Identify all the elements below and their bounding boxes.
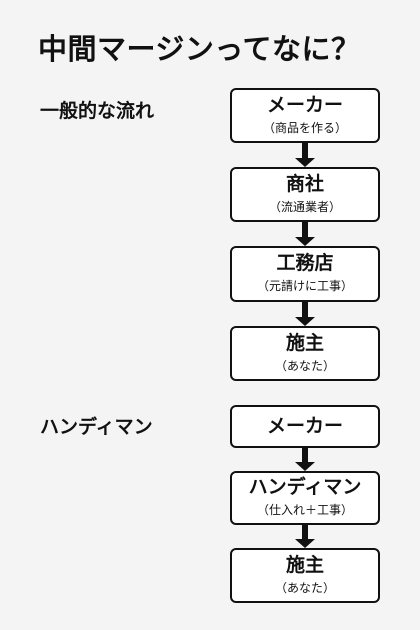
box-title: ハンディマン	[248, 476, 362, 499]
flow-box-handyman: ハンディマン （仕入れ＋工事）	[230, 471, 380, 525]
box-subtitle: （あなた）	[274, 580, 335, 595]
box-subtitle: （仕入れ＋工事）	[256, 503, 353, 518]
section-label-handyman: ハンディマン	[40, 416, 153, 438]
box-title: メーカー	[266, 414, 343, 437]
page-title: 中間マージンってなに？	[38, 32, 361, 66]
section-label-general: 一般的な流れ	[40, 100, 155, 122]
flow-box-owner: 施主 （あなた）	[230, 326, 380, 381]
arrow-down-icon	[295, 302, 315, 326]
arrow-down-icon	[295, 222, 315, 246]
box-title: 施主	[285, 553, 324, 576]
flow-box-contractor: 工務店 （元請けに工事）	[230, 246, 380, 302]
flow-box-trading-company: 商社 （流通業者）	[230, 167, 380, 222]
box-subtitle: （商品を作る）	[262, 120, 347, 135]
arrow-down-icon	[295, 143, 315, 167]
arrow-down-icon	[295, 448, 315, 471]
box-subtitle: （流通業者）	[268, 199, 341, 214]
flow-box-owner-2: 施主 （あなた）	[230, 548, 380, 603]
flow-box-maker-2: メーカー	[230, 405, 380, 448]
box-title: メーカー	[266, 93, 343, 116]
flow-box-maker: メーカー （商品を作る）	[230, 88, 380, 143]
box-title: 商社	[285, 172, 324, 195]
box-subtitle: （元請けに工事）	[256, 279, 353, 294]
box-title: 工務店	[276, 252, 334, 275]
box-subtitle: （あなた）	[274, 358, 335, 373]
arrow-down-icon	[295, 525, 315, 548]
box-title: 施主	[285, 331, 324, 354]
